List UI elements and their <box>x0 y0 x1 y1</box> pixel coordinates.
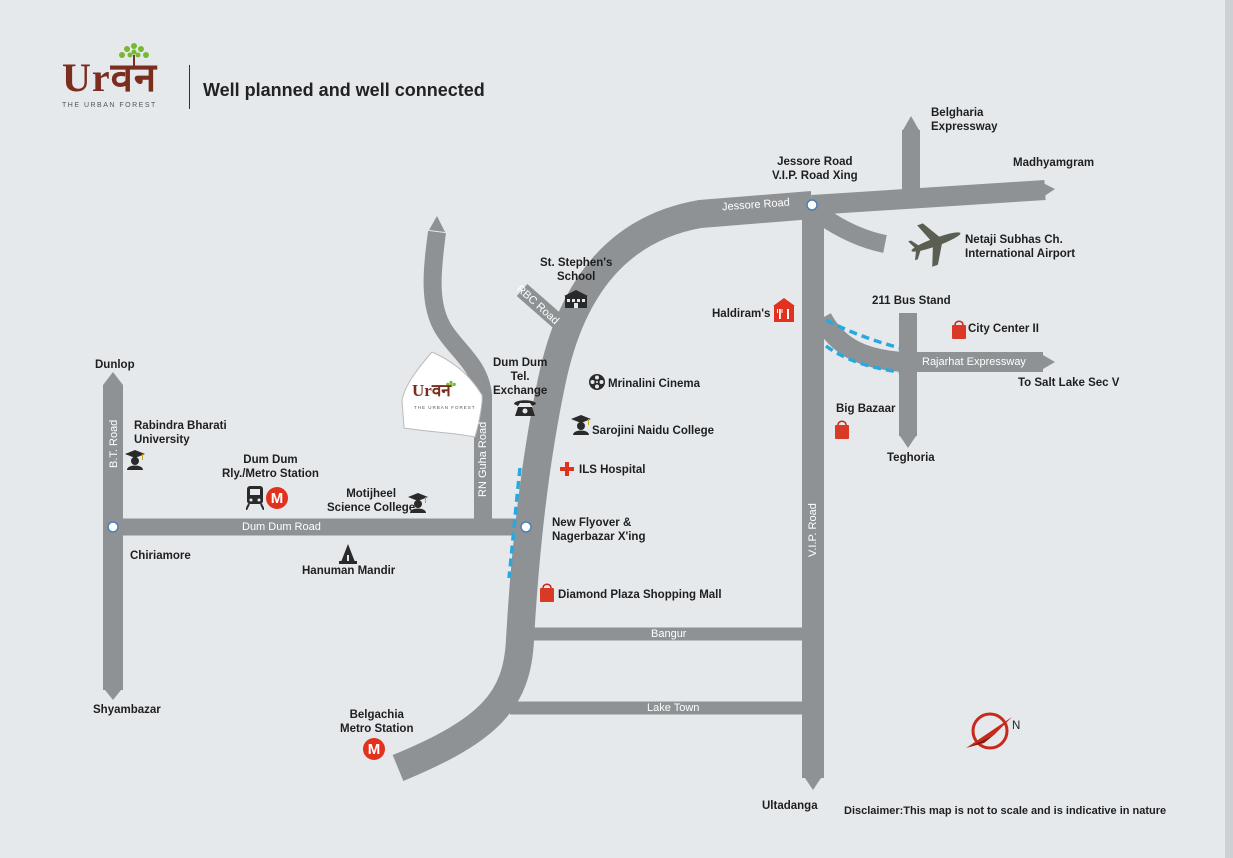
junction-jessore-vip <box>806 199 818 211</box>
hospital-cross-icon <box>560 462 574 476</box>
road-label-rn-guha: RN Guha Road <box>477 421 489 497</box>
road-label-rajarhat: Rajarhat Expressway <box>922 356 1026 368</box>
svg-text:M: M <box>271 490 284 507</box>
shopping-bag-icon <box>540 583 554 602</box>
place-jessore-xing: Jessore Road V.I.P. Road Xing <box>772 156 858 182</box>
brand-name: Urवन <box>62 55 158 100</box>
place-diamond-plaza: Diamond Plaza Shopping Mall <box>558 589 722 601</box>
train-icon <box>246 486 264 510</box>
shopping-bag-icon <box>952 320 966 339</box>
compass-north-label: N <box>1012 720 1021 732</box>
graduation-cap-icon <box>571 415 591 435</box>
place-rabindra: Rabindra Bharati University <box>134 420 227 446</box>
place-mrinalini: Mrinalini Cinema <box>608 378 701 390</box>
place-ultadanga: Ultadanga <box>762 800 818 812</box>
temple-icon <box>339 544 357 564</box>
metro-icon: M <box>363 738 385 760</box>
graduation-cap-icon <box>408 493 428 513</box>
compass-icon <box>966 712 1012 750</box>
arrow-up-belgharia <box>903 116 919 130</box>
place-dunlop: Dunlop <box>95 359 135 371</box>
place-haldirams: Haldiram's <box>712 308 771 320</box>
tree-icon <box>446 380 456 388</box>
svg-text:M: M <box>368 741 381 758</box>
road-jessore-main <box>392 191 814 781</box>
arrow-right-saltlake <box>1043 355 1055 369</box>
place-dumdum-station: Dum Dum Rly./Metro Station <box>222 454 319 480</box>
telephone-icon <box>514 400 536 416</box>
road-airport-link <box>816 208 887 253</box>
place-nagerbazar: New Flyover & Nagerbazar X'ing <box>552 517 646 543</box>
metro-icon: M <box>266 487 288 509</box>
road-jessore-east <box>811 180 1046 215</box>
place-bus-stand: 211 Bus Stand <box>872 295 951 307</box>
arrow-down-shyambazar <box>105 690 121 700</box>
place-madhyamgram: Madhyamgram <box>1013 157 1095 169</box>
place-city-center: City Center II <box>968 323 1039 335</box>
road-rn-guha <box>423 230 492 527</box>
arrow-down-teghoria <box>900 436 916 448</box>
place-hanuman: Hanuman Mandir <box>302 565 396 577</box>
place-belgachia: Belgachia Metro Station <box>340 709 414 735</box>
arrow-right-madhyamgram <box>1043 183 1055 197</box>
header-divider <box>189 65 190 109</box>
flyover-rajarhat-north <box>825 318 901 350</box>
place-shyambazar: Shyambazar <box>93 704 161 716</box>
road-label-bt: B.T. Road <box>108 419 120 468</box>
junction-nagerbazar <box>520 521 532 533</box>
brand-tagline: THE URBAN FOREST <box>62 102 157 109</box>
place-airport: Netaji Subhas Ch. International Airport <box>965 234 1076 260</box>
place-st-stephens: St. Stephen's School <box>540 257 613 283</box>
page-title: Well planned and well connected <box>203 80 485 100</box>
place-big-bazaar: Big Bazaar <box>836 403 896 415</box>
film-reel-icon <box>589 374 605 390</box>
shopping-bag-icon <box>835 420 849 439</box>
site-brand-name: Urवन <box>412 381 451 400</box>
arrow-up-rnguha <box>429 216 445 232</box>
site-brand-tagline: THE URBAN FOREST <box>414 405 476 410</box>
road-label-vip: V.I.P. Road <box>807 503 819 557</box>
arrow-up-dunlop <box>103 372 123 385</box>
disclaimer: Disclaimer:This map is not to scale and … <box>844 805 1167 817</box>
place-ils: ILS Hospital <box>579 464 646 476</box>
graduation-cap-icon <box>125 450 145 470</box>
place-chiriamore: Chiriamore <box>130 550 191 562</box>
road-label-dum-dum: Dum Dum Road <box>242 521 321 533</box>
airplane-icon <box>908 223 961 267</box>
tree-icon <box>119 43 149 67</box>
road-label-bangur: Bangur <box>651 628 687 640</box>
place-teghoria: Teghoria <box>887 452 935 464</box>
place-sarojini: Sarojini Naidu College <box>592 425 715 437</box>
place-salt-lake: To Salt Lake Sec V <box>1018 377 1120 389</box>
restaurant-icon <box>773 298 795 322</box>
place-belgharia: Belgharia Expressway <box>931 107 998 133</box>
arrow-down-ultadanga <box>805 778 821 790</box>
flyover-nagerbazar <box>507 467 522 579</box>
road-label-lake-town: Lake Town <box>647 702 700 714</box>
place-motijheel: Motijheel Science College <box>327 488 416 514</box>
junction-chiriamore <box>107 521 119 533</box>
page-edge-strip <box>1225 0 1233 858</box>
flyover-rajarhat-south <box>824 344 901 374</box>
brand-logo: Urवन THE URBAN FOREST <box>62 42 182 114</box>
site-marker-shape <box>401 351 483 438</box>
place-dumdum-tel: Dum Dum Tel. Exchange <box>493 357 548 397</box>
road-rbc <box>516 283 577 340</box>
school-icon <box>564 290 588 308</box>
